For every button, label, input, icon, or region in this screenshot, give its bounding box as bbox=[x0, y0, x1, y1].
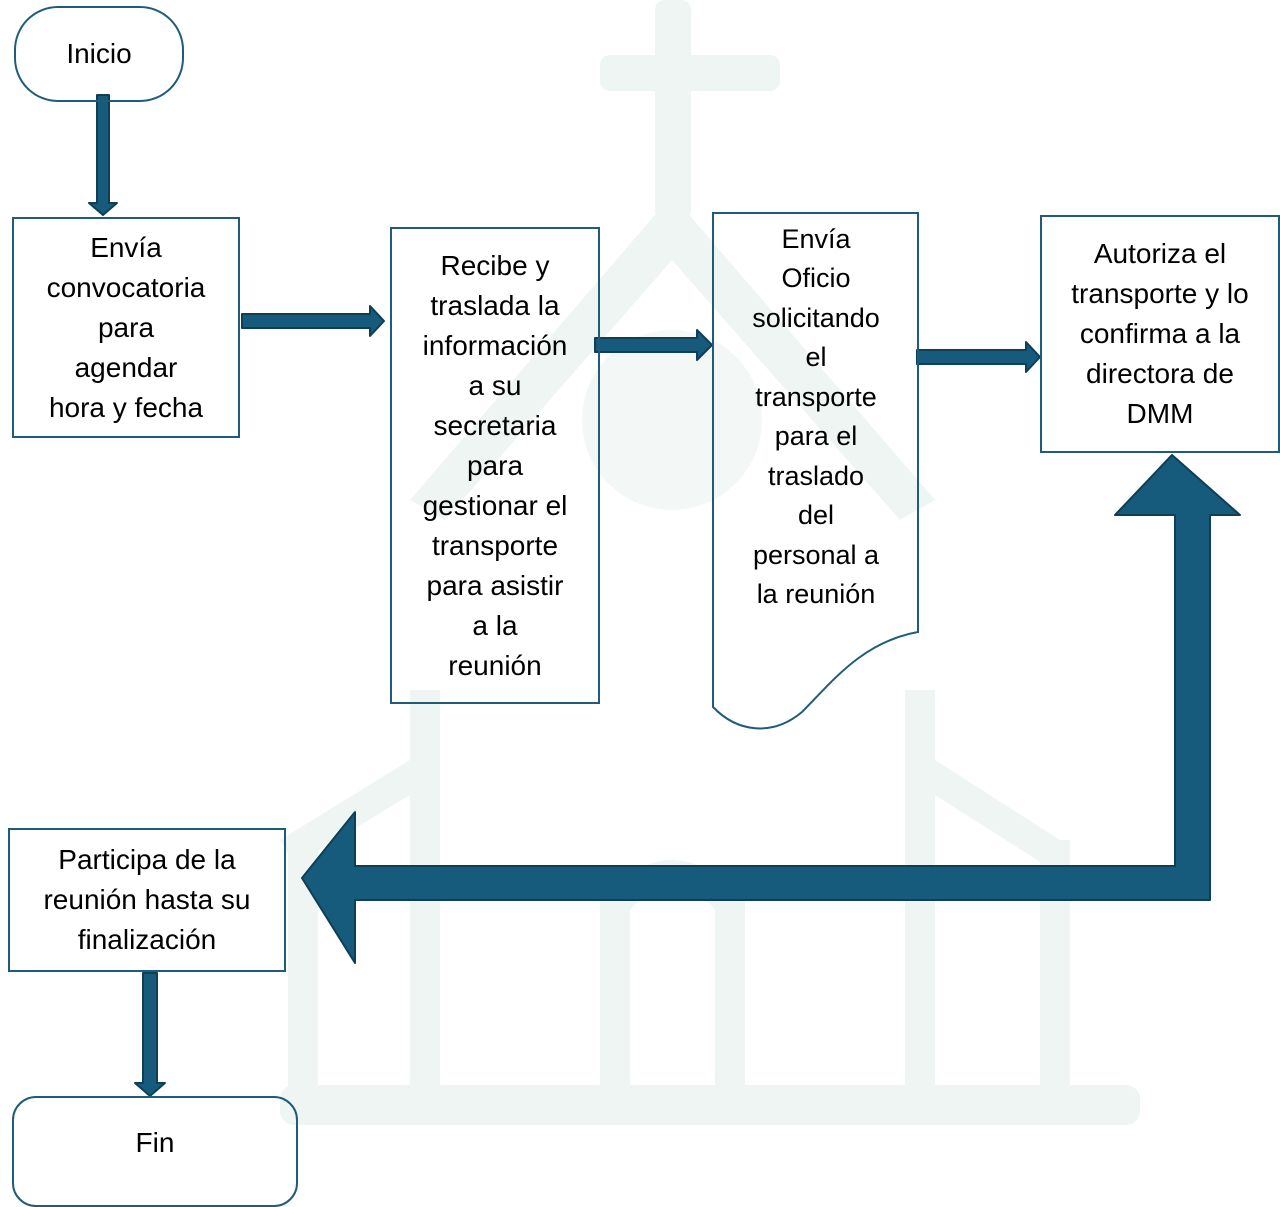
arrow-step3-to-step4 bbox=[916, 341, 1041, 373]
arrow-step2-to-step3 bbox=[594, 329, 713, 361]
step-send-letter-document-shape bbox=[712, 212, 919, 730]
arrow-step5-to-end bbox=[134, 972, 166, 1097]
start-label: Inicio bbox=[66, 38, 132, 69]
arrow-step1-to-step2 bbox=[241, 305, 385, 337]
end-terminal: Fin bbox=[12, 1096, 298, 1207]
start-terminal: Inicio bbox=[14, 6, 184, 102]
arrow-step4-to-step5 bbox=[301, 454, 1241, 964]
arrow-start-to-step1 bbox=[88, 94, 118, 216]
end-label: Fin bbox=[135, 1126, 175, 1158]
